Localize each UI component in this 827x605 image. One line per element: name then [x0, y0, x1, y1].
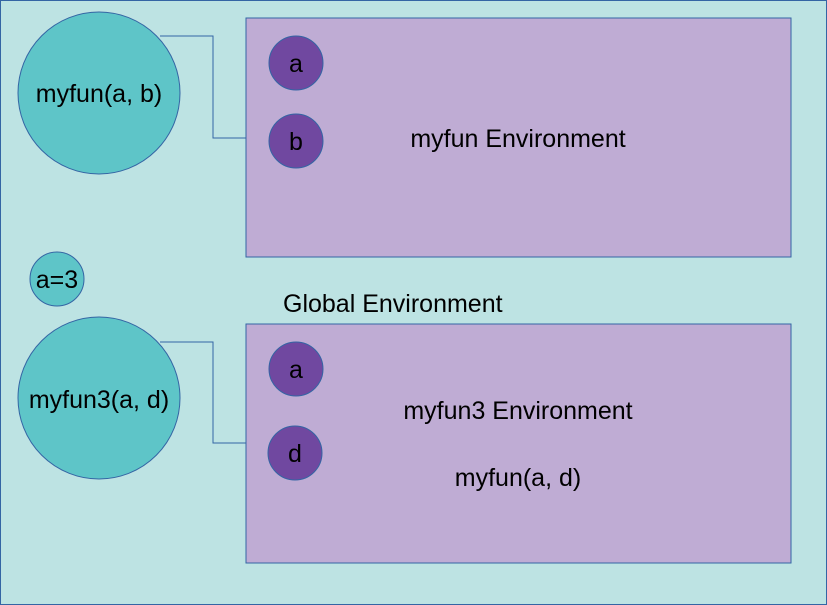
variable-d-circle	[267, 425, 323, 481]
function-call-label: myfun(a, b)	[36, 80, 162, 108]
environment-title: myfun3 Environment	[403, 397, 632, 425]
environment-box-myfun	[245, 17, 792, 258]
variable-a-circle	[268, 341, 324, 397]
connector-myfun	[160, 35, 246, 139]
environment-body: myfun(a, d)	[455, 464, 581, 492]
function-call-myfun	[17, 11, 181, 175]
variable-b-circle	[268, 113, 324, 169]
variable-label: b	[289, 128, 303, 156]
environment-box-myfun3	[245, 323, 792, 564]
variable-a-circle	[268, 35, 324, 91]
function-call-myfun3	[17, 316, 181, 480]
global-variable-circle	[29, 251, 85, 307]
variable-label: a	[289, 50, 303, 78]
function-call-label: myfun3(a, d)	[29, 386, 169, 414]
variable-label: d	[288, 440, 302, 468]
connector-myfun3	[160, 341, 246, 444]
environment-title: myfun Environment	[410, 125, 625, 153]
variable-label: a	[289, 356, 303, 384]
global-variable-label: a=3	[36, 266, 78, 294]
global-environment-label: Global Environment	[283, 290, 503, 318]
